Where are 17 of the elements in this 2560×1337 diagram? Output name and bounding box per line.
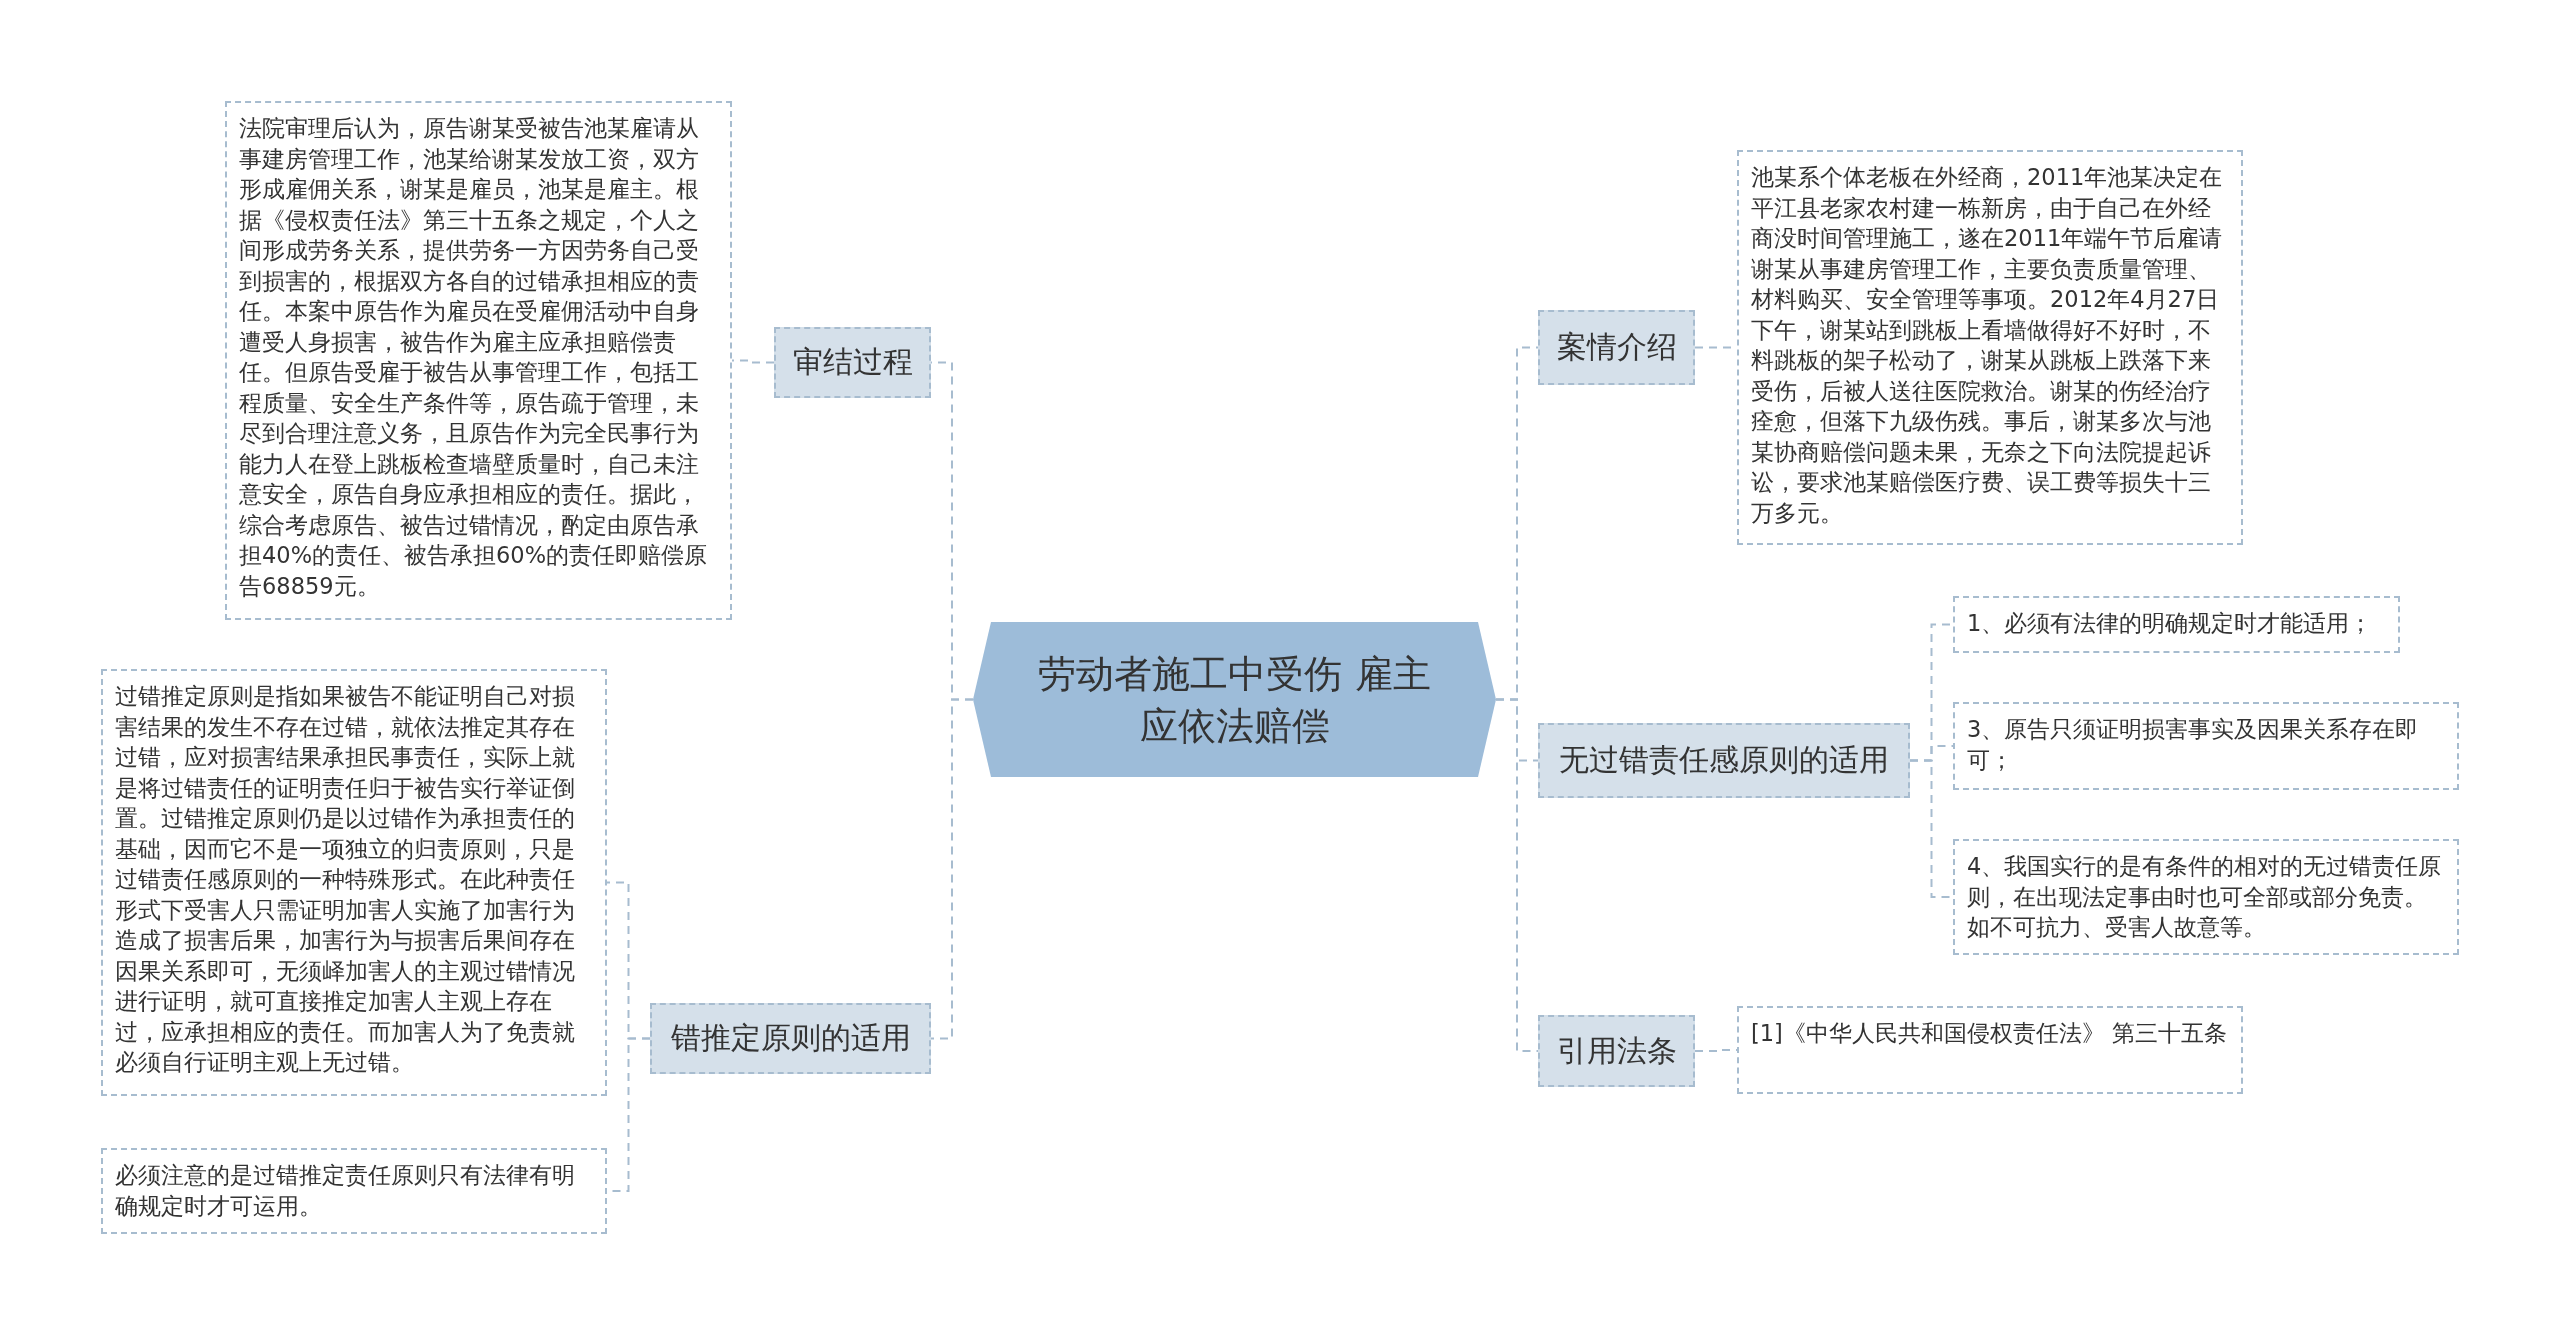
connector-line (731, 359, 775, 364)
topic-box: 无过错责任感原则的适用 (1538, 723, 1910, 798)
text-box: 4、我国实行的是有条件的相对的无过错责任原则，在出现法定事由时也可全部或部分免责。如不可抗力、受害人故意等。 (1953, 839, 2459, 955)
text-box: 池某系个体老板在外经商，2011年池某决定在平江县老家农村建一栋新房，由于自己在外经商没时间管理施工，遂在2011年端午节后雇请谢某从事建房管理工作，主要负责质量管理、材料购买、安全管理等事项。2012年4月27日下午，谢某站到跳板上看墙做得好不好时，不料跳板的架子松动了，谢某从跳板上跌落下来受伤，后被人送往医院救治。谢某的伤经治疗痊愈，但落下九级伤残。事后，谢某多次与池某协商赔偿问题未果，无奈之下向法院提起诉讼，要求池某赔偿医疗费、误工费等损失十三万多元。 (1737, 150, 2243, 545)
text-box: 必须注意的是过错推定责任原则只有法律有明确规定时才可运用。 (101, 1148, 607, 1234)
topic-box: 审结过程 (774, 327, 931, 398)
topic-box: 案情介绍 (1538, 310, 1695, 385)
text-box: 过错推定原则是指如果被告不能证明自己对损害结果的发生不存在过错，就依法推定其存在过错，应对损害结果承担民事责任，实际上就是将过错责任的证明责任归于被告实行举证倒置。过错推定原则仍是以过错作为承担责任的基础，因而它不是一项独立的归责原则，只是过错责任感原则的一种特殊形式。在此种责任形式下受害人只需证明加害人实施了加害行为造成了损害后果，加害行为与损害后果间存在因果关系即可，无须峄加害人的主观过错情况进行证明，就可直接推定加害人主观上存在过，应承担相应的责任。而加害人为了免责就必须自行证明主观上无过错。 (101, 669, 607, 1096)
connector-line (930, 698, 974, 1040)
central-topic: 劳动者施工中受伤 雇主应依法赔偿 (973, 622, 1496, 777)
topic-box: 错推定原则的适用 (650, 1003, 931, 1074)
topic-box: 引用法条 (1538, 1015, 1695, 1087)
text-box: [1]《中华人民共和国侵权责任法》 第三十五条 (1737, 1006, 2243, 1094)
connector-line (1495, 698, 1539, 1052)
text-box: 法院审理后认为，原告谢某受被告池某雇请从事建房管理工作，池某给谢某发放工资，双方形成雇佣关系，谢某是雇员，池某是雇主。根据《侵权责任法》第三十五条之规定，个人之间形成劳务关系，提供劳务一方因劳务自己受到损害的，根据双方各自的过错承担相应的责任。本案中原告作为雇员在受雇佣活动中自身遭受人身损害，被告作为雇主应承担赔偿责任。但原告受雇于被告从事管理工作，包括工程质量、安全生产条件等，原告疏于管理，未尽到合理注意义务，且原告作为完全民事行为能力人在登上跳板检查墙壁质量时，自己未注意安全，原告自身应承担相应的责任。据此，综合考虑原告、被告过错情况，酌定由原告承担40%的责任、被告承担60%的责任即赔偿原告68859元。 (225, 101, 732, 620)
text-box: 3、原告只须证明损害事实及因果关系存在即可； (1953, 702, 2459, 790)
text-box: 1、必须有法律的明确规定时才能适用； (1953, 596, 2400, 653)
